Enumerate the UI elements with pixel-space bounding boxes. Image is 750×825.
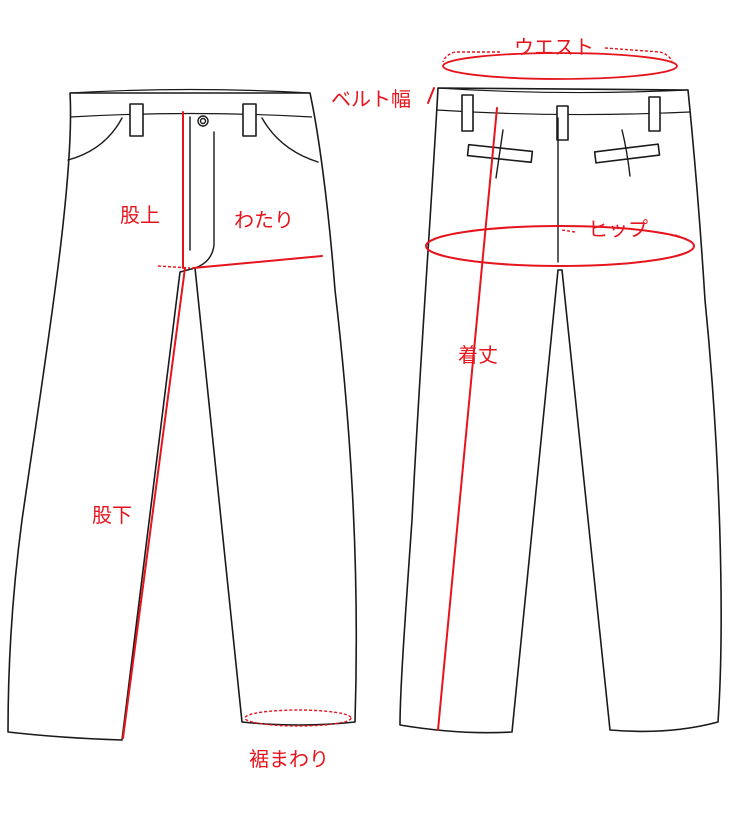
hip-measure-ellipse xyxy=(425,225,695,267)
hip-label: ヒップ xyxy=(588,217,648,241)
belt-width-label: ベルト幅 xyxy=(331,87,411,111)
hip-leader-left xyxy=(561,229,576,233)
inseam-measure-line xyxy=(122,267,186,739)
measurement-lines xyxy=(122,47,695,739)
hem-label: 裾まわり xyxy=(249,747,329,771)
length-label: 着丈 xyxy=(458,343,498,367)
rise-label: 股上 xyxy=(120,203,160,227)
thigh-measure-line xyxy=(192,255,323,269)
back-belt-loop-left xyxy=(461,94,474,132)
back-pants xyxy=(399,87,722,734)
back-belt-loop-center xyxy=(556,105,569,141)
measurement-labels: 股上 わたり 股下 裾まわり ウエスト ベルト幅 ヒップ 着丈 xyxy=(92,35,648,771)
front-belt-loop-left xyxy=(129,103,144,137)
back-pocket-right-slit xyxy=(621,129,631,177)
inseam-label: 股下 xyxy=(92,503,132,527)
belt-width-pointer xyxy=(427,87,435,104)
back-pocket-left-slit xyxy=(495,129,504,179)
front-pocket-left xyxy=(67,117,123,161)
thigh-measure-extension xyxy=(157,265,191,269)
waist-leader-right xyxy=(604,47,673,63)
waist-label: ウエスト xyxy=(514,35,594,59)
front-pants xyxy=(7,88,358,741)
front-waistband xyxy=(69,88,313,118)
front-belt-loop-right xyxy=(242,103,257,137)
waist-leader-left xyxy=(442,51,500,63)
hip-leader-right xyxy=(654,231,681,237)
front-button xyxy=(197,115,209,127)
waist-measure-ellipse xyxy=(442,52,678,80)
back-pants-outline xyxy=(399,87,722,734)
back-belt-loop-right xyxy=(648,96,661,132)
front-pocket-right xyxy=(261,117,319,163)
hem-measure-ellipse xyxy=(244,709,352,727)
length-measure-line xyxy=(437,107,498,731)
thigh-label: わたり xyxy=(234,208,294,232)
front-button-center xyxy=(199,117,207,125)
